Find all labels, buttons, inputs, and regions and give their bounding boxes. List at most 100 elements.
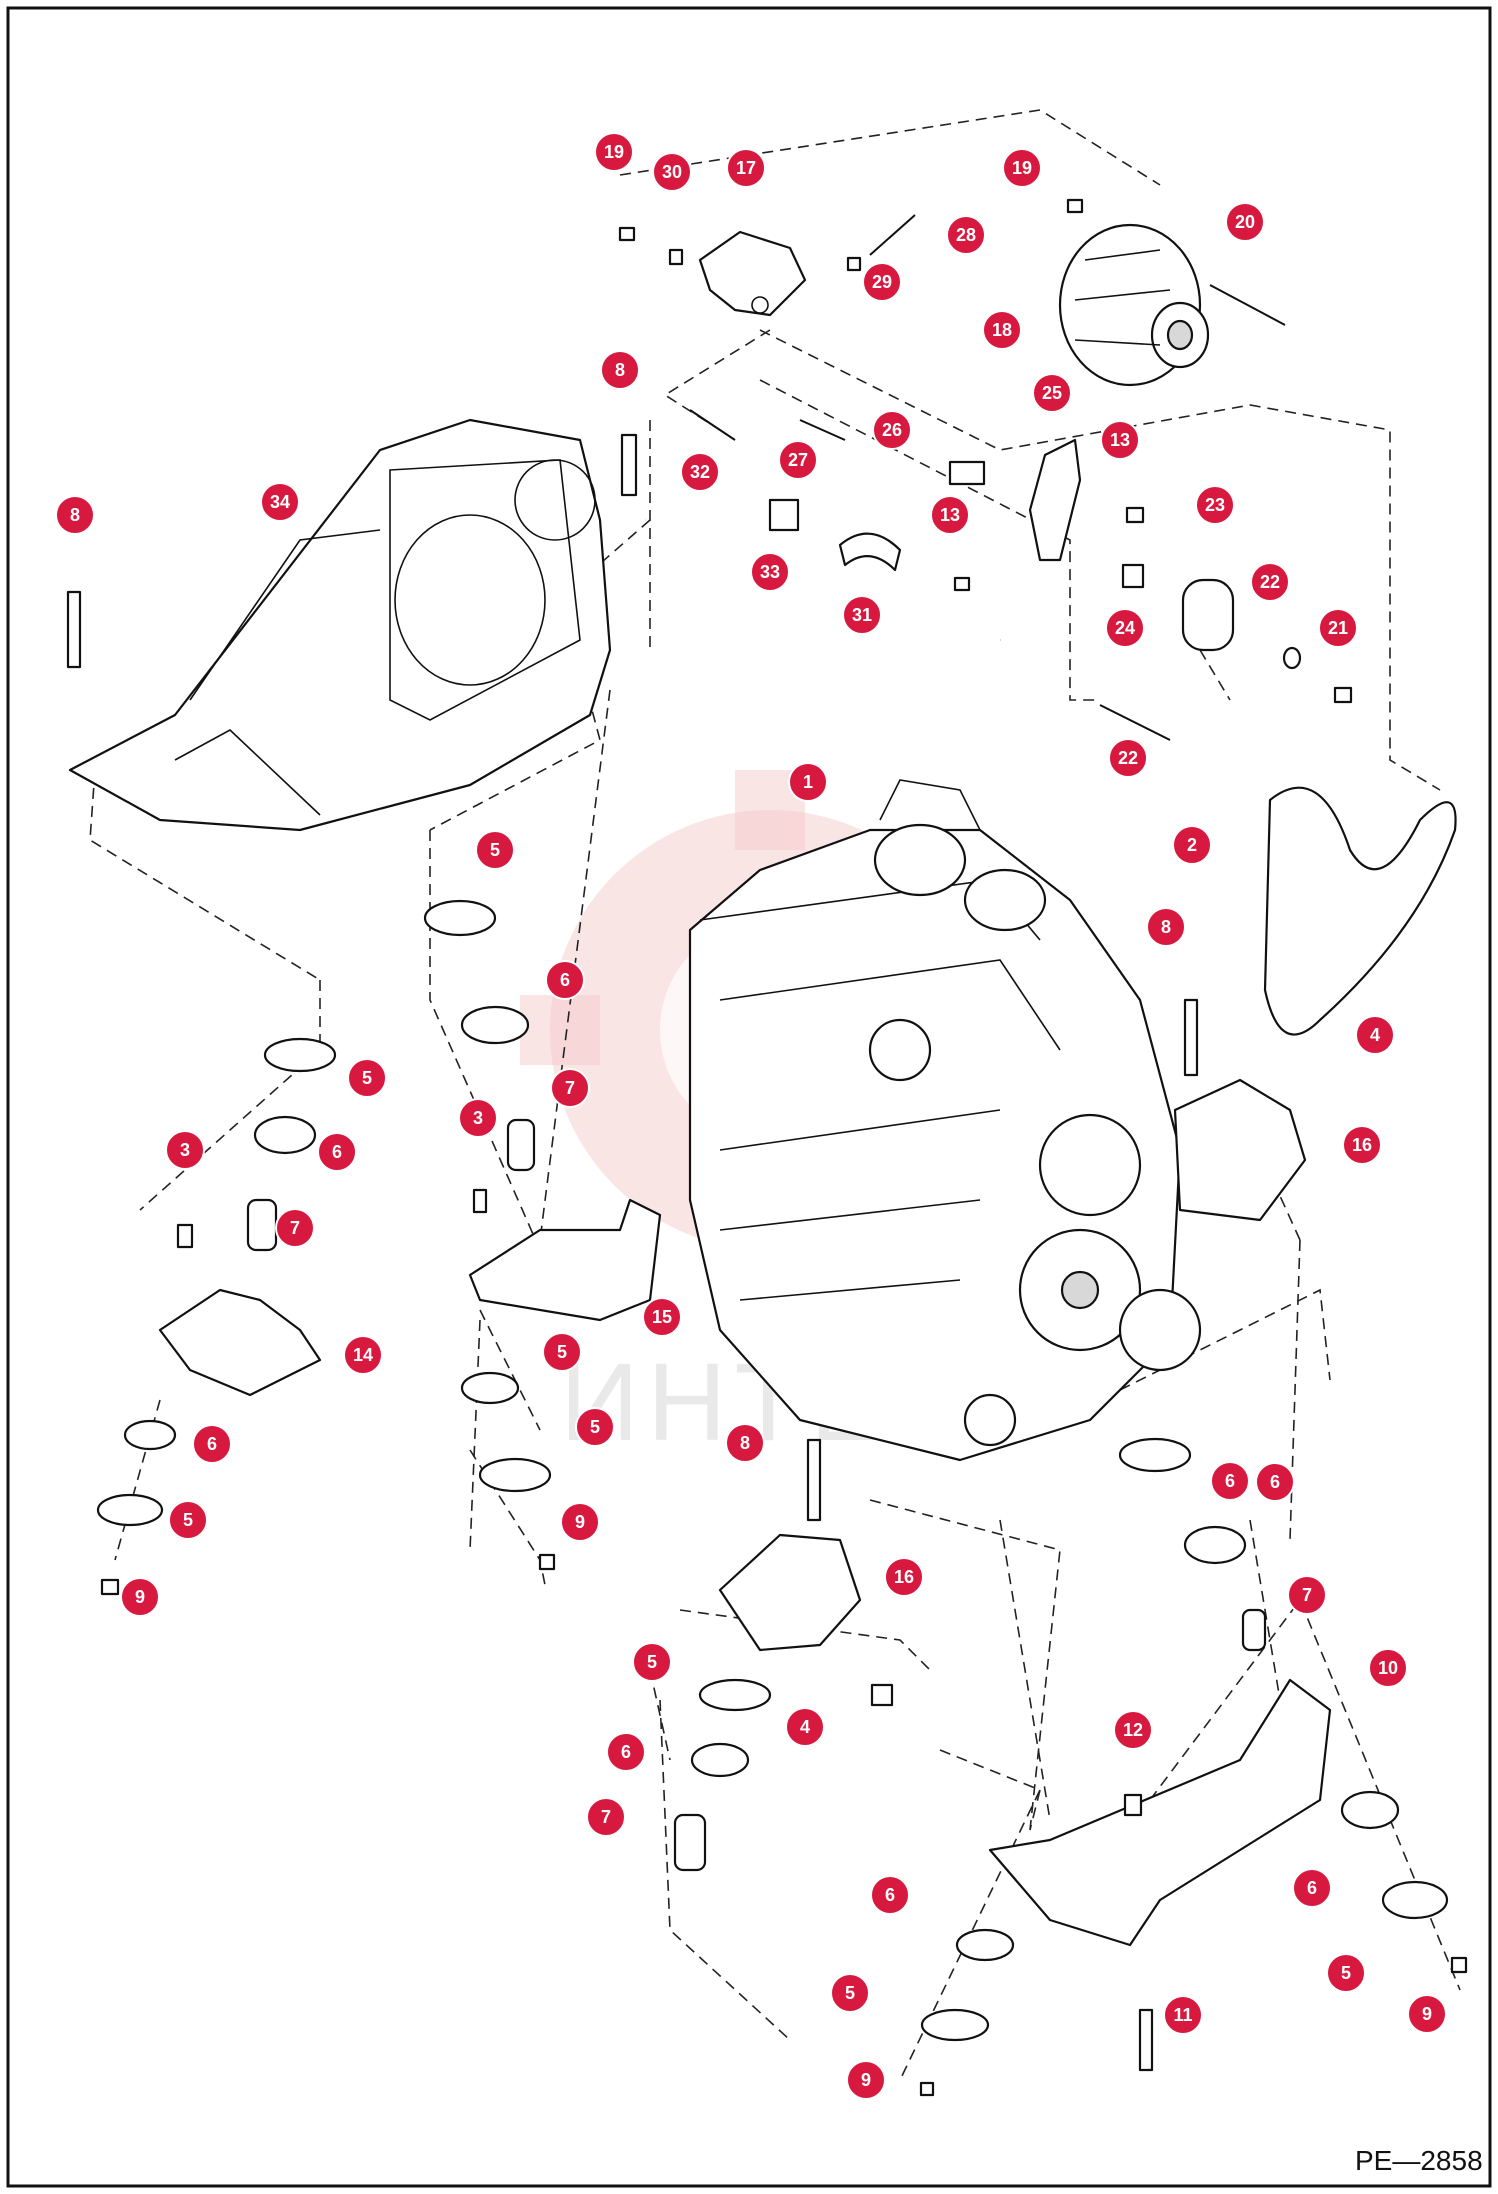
callout-number: 22 <box>1260 572 1280 592</box>
callout-number: 13 <box>1110 430 1130 450</box>
callout-number: 7 <box>601 1807 611 1827</box>
callout-badge: 23 <box>1195 485 1235 525</box>
callout-number: 2 <box>1187 835 1197 855</box>
callout-number: 32 <box>690 462 710 482</box>
callout-number: 6 <box>1270 1472 1280 1492</box>
callout-badge: 33 <box>750 552 790 592</box>
callout-badge: 30 <box>652 152 692 192</box>
callout-badge: 9 <box>846 2060 886 2100</box>
callout-number: 4 <box>1370 1025 1380 1045</box>
left-mounts <box>96 899 662 1596</box>
callout-badge: 3 <box>165 1130 205 1170</box>
callout-badge: 6 <box>545 960 585 1000</box>
upper-hardware <box>66 198 1353 741</box>
engine-assembly <box>688 779 1202 1462</box>
callout-number: 5 <box>362 1068 372 1088</box>
callout-number: 25 <box>1042 383 1062 403</box>
callout-number: 34 <box>270 492 290 512</box>
callout-number: 7 <box>1302 1585 1312 1605</box>
callout-badge: 16 <box>884 1557 924 1597</box>
callout-badge: 8 <box>1146 907 1186 947</box>
callout-badge: 6 <box>870 1875 910 1915</box>
callout-badge: 18 <box>982 310 1022 350</box>
callout-badge: 4 <box>785 1707 825 1747</box>
callout-badge: 9 <box>560 1502 600 1542</box>
callout-number: 5 <box>647 1652 657 1672</box>
callout-badge: 20 <box>1225 202 1265 242</box>
callout-number: 6 <box>885 1885 895 1905</box>
alternator <box>1058 223 1210 387</box>
callout-number: 24 <box>1115 618 1135 638</box>
callout-number: 17 <box>736 158 756 178</box>
callout-badge: 7 <box>550 1068 590 1108</box>
callout-badge: 24 <box>1105 608 1145 648</box>
callout-number: 16 <box>1352 1135 1372 1155</box>
callout-badge: 16 <box>1342 1125 1382 1165</box>
callout-number: 5 <box>183 1510 193 1530</box>
callout-badge: 6 <box>1255 1462 1295 1502</box>
callout-badge: 5 <box>347 1058 387 1098</box>
callout-badge: 21 <box>1318 608 1358 648</box>
callout-number: 9 <box>861 2070 871 2090</box>
callout-badge: 25 <box>1032 373 1072 413</box>
callout-badge: 13 <box>930 495 970 535</box>
callout-number: 20 <box>1235 212 1255 232</box>
drawing-code: PE—2858 <box>1355 2145 1483 2176</box>
callout-badge: 7 <box>275 1208 315 1248</box>
engine-cover-plate <box>68 418 612 832</box>
callout-badge: 19 <box>1002 148 1042 188</box>
callout-number: 14 <box>353 1345 373 1365</box>
callout-badge: 2 <box>1172 825 1212 865</box>
callout-badge: 5 <box>575 1407 615 1447</box>
callout-badge: 7 <box>1287 1575 1327 1615</box>
callout-number: 8 <box>615 360 625 380</box>
callout-badge: 12 <box>1113 1710 1153 1750</box>
right-engine-bracket-upper <box>1173 1078 1307 1222</box>
callout-number: 8 <box>1161 917 1171 937</box>
callout-badge: 6 <box>192 1424 232 1464</box>
callout-number: 21 <box>1328 618 1348 638</box>
callout-badge: 8 <box>725 1423 765 1463</box>
callout-badge: 28 <box>946 215 986 255</box>
callout-badge: 5 <box>168 1500 208 1540</box>
callout-badge: 6 <box>317 1132 357 1172</box>
callout-number: 28 <box>956 225 976 245</box>
callout-number: 31 <box>852 605 872 625</box>
callout-badge: 26 <box>872 410 912 450</box>
callout-badge: 27 <box>778 440 818 480</box>
callout-number: 6 <box>560 970 570 990</box>
callout-badge: 6 <box>1292 1868 1332 1908</box>
callout-badge: 10 <box>1368 1648 1408 1688</box>
callout-badge: 4 <box>1355 1015 1395 1055</box>
callout-number: 33 <box>760 562 780 582</box>
callout-number: 5 <box>557 1342 567 1362</box>
callout-badge: 17 <box>726 148 766 188</box>
callout-badge: 5 <box>1326 1953 1366 1993</box>
callout-number: 6 <box>207 1434 217 1454</box>
callout-number: 9 <box>575 1512 585 1532</box>
callout-number: 1 <box>803 772 813 792</box>
callout-number: 5 <box>490 840 500 860</box>
callout-badge: 9 <box>120 1577 160 1617</box>
callout-badge: 5 <box>475 830 515 870</box>
callout-badge: 5 <box>542 1332 582 1372</box>
callout-badge: 1 <box>788 762 828 802</box>
bolt-upper-right <box>1183 998 1199 1077</box>
callout-badge: 29 <box>862 262 902 302</box>
callout-number: 9 <box>1422 2004 1432 2024</box>
callout-badge: 5 <box>830 1973 870 2013</box>
callout-number: 19 <box>604 142 624 162</box>
callout-number: 26 <box>882 420 902 440</box>
diagram-border <box>6 6 1492 2188</box>
callout-number: 6 <box>332 1142 342 1162</box>
callout-number: 4 <box>800 1717 810 1737</box>
callout-badge: 32 <box>680 452 720 492</box>
callout-number: 5 <box>590 1417 600 1437</box>
callout-badge: 14 <box>343 1335 383 1375</box>
callout-number: 8 <box>70 505 80 525</box>
lower-mounts <box>673 1437 1468 2097</box>
callout-badge: 3 <box>458 1098 498 1138</box>
callout-badge: 5 <box>632 1642 672 1682</box>
